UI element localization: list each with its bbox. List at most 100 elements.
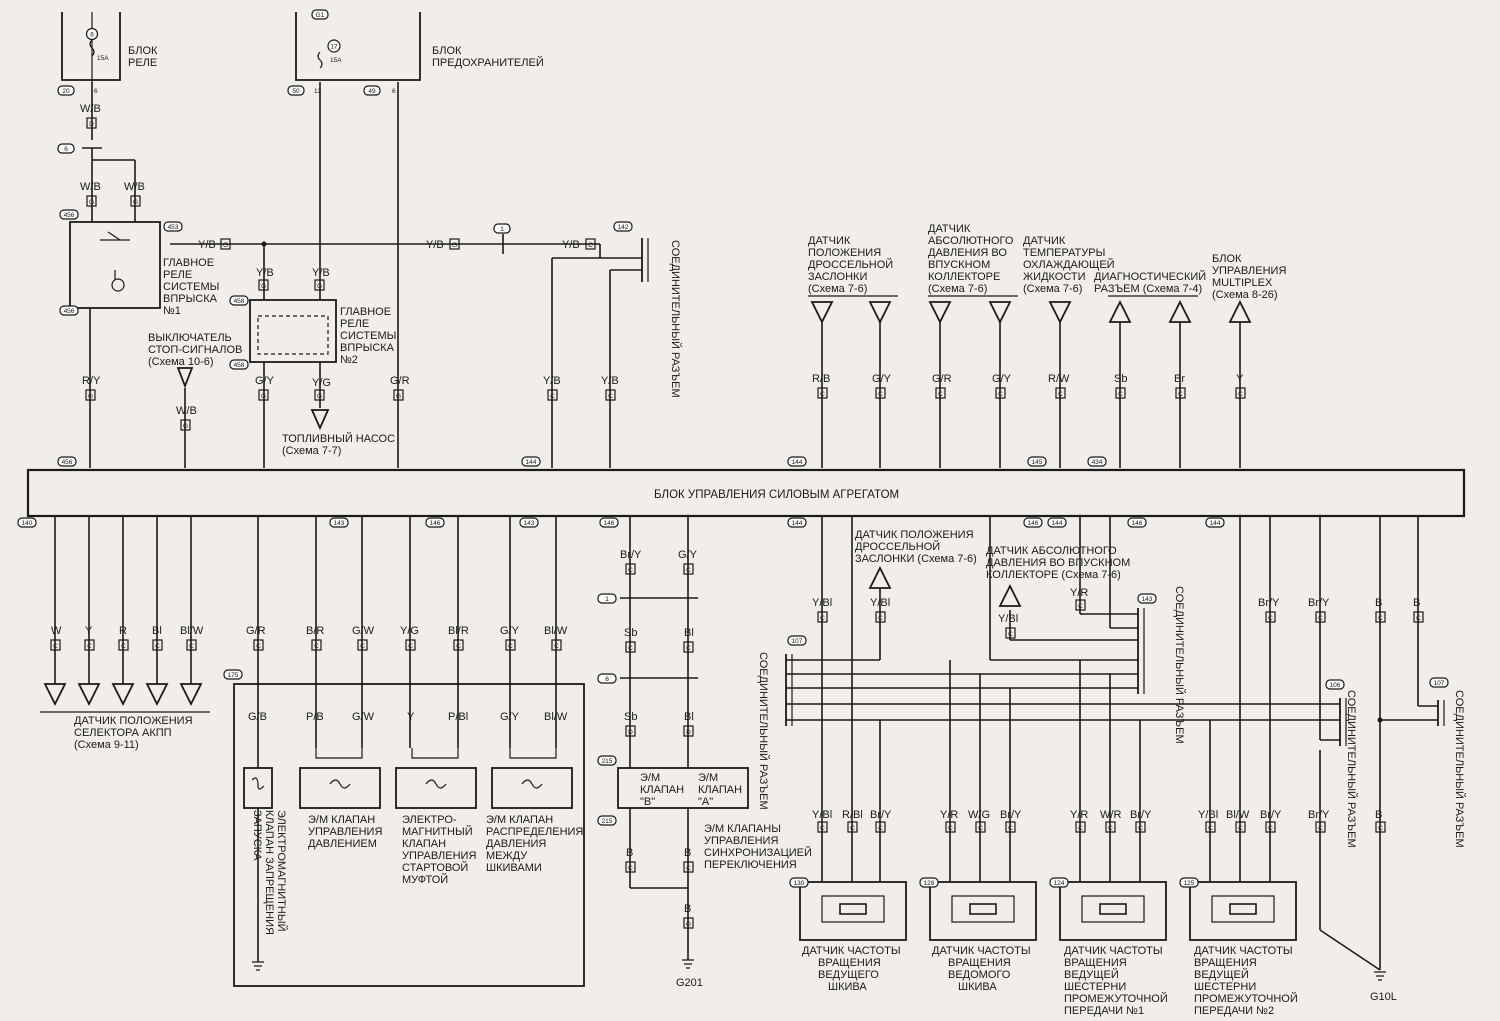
wire-color: R/Bl	[842, 809, 863, 821]
wire-color: Bl	[684, 627, 694, 639]
wire-tag: G	[89, 199, 94, 206]
connector-tag: 215	[602, 758, 613, 765]
wire-tag: G	[261, 393, 266, 400]
wire-color: Bl/R	[448, 625, 469, 637]
wire-tag: C	[878, 391, 883, 398]
connector-tag: 456	[64, 212, 75, 219]
wire-color: Y/Bl	[812, 597, 832, 609]
main-relay-2-label: ВПРЫСКА	[340, 342, 395, 354]
tps-top-label: ДРОССЕЛЬНОЙ	[808, 258, 893, 271]
wire-tag: C	[628, 865, 633, 872]
wire-color: B	[1375, 597, 1382, 609]
wire-color: G/Y	[678, 549, 698, 561]
drive-pulley-label: ВЕДУЩЕГО	[818, 969, 879, 981]
wire-color: G/R	[932, 373, 952, 385]
wire-color: P/Bl	[448, 711, 468, 723]
wire-color: B	[626, 847, 633, 859]
solenoid-a-label: Э/М	[698, 772, 718, 784]
lockout-solenoid	[243, 767, 273, 809]
wire-color: Y/R	[1070, 587, 1088, 599]
wire-tag: C	[121, 643, 126, 650]
wire-color: Y/G	[312, 377, 331, 389]
connector-tag: 453	[168, 224, 179, 231]
diag-connector-label: РАЗЪЕМ (Схема 7-4)	[1094, 283, 1202, 295]
wiring-top-right	[821, 322, 1241, 468]
lockout-solenoid-label: ЭЛЕКТРОМАГНИТНЫЙ	[275, 810, 288, 932]
start-clutch-solenoid	[395, 767, 477, 809]
solenoid-group-box	[233, 683, 585, 987]
connector-tag: 125	[1184, 880, 1195, 887]
main-relay-2-label: РЕЛЕ	[340, 318, 369, 330]
connector-tag: 456	[64, 308, 75, 315]
wire-color: G/W	[352, 711, 375, 723]
wire-tag: C	[1378, 825, 1383, 832]
wire-color: W/B	[124, 181, 145, 193]
solenoid-a-label: "A"	[698, 796, 713, 808]
map-top-label: ВПУСКНОМ	[928, 259, 990, 271]
sync-solenoids	[617, 767, 749, 809]
wire-tag: C	[53, 643, 58, 650]
pin-number: 12	[314, 88, 322, 95]
wire-tag: C	[1078, 825, 1083, 832]
wire-color: Sb	[1114, 373, 1127, 385]
driven-pulley-label: ШКИВА	[958, 981, 997, 993]
pulley-solenoid	[491, 767, 573, 809]
stop-switch-arrow	[176, 367, 194, 389]
pin-number: 6	[94, 88, 98, 95]
ect-label: ЖИДКОСТИ	[1023, 271, 1086, 283]
wire-tag: C	[1008, 631, 1013, 638]
wire-tag: C	[1238, 825, 1243, 832]
wire-tag: C	[686, 567, 691, 574]
drive-pulley-label: ДАТЧИК ЧАСТОТЫ	[802, 945, 901, 957]
start-clutch-label: МУФТОЙ	[402, 873, 448, 886]
connector-tag: 142	[618, 224, 629, 231]
main-relay-2-label: №2	[340, 354, 358, 366]
wire-color: Y/R	[940, 809, 958, 821]
fuel-pump-arrow	[310, 409, 330, 431]
sync-solenoids-label: СИНХРОНИЗАЦИЕЙ	[704, 846, 812, 859]
wire-tag: C	[1208, 825, 1213, 832]
wire-color: W/G	[968, 809, 990, 821]
wire-color: Y/B	[198, 239, 216, 251]
wire-color: Y/Bl	[1198, 809, 1218, 821]
wire-color: Y/B	[312, 267, 330, 279]
wire-color: Y/B	[601, 375, 619, 387]
wire-tag: C	[686, 645, 691, 652]
driven-pulley-label: ДАТЧИК ЧАСТОТЫ	[932, 945, 1031, 957]
connector-tag: 128	[924, 880, 935, 887]
wire-color: G/Y	[500, 625, 520, 637]
lockout-solenoid-label: ЗАПУСКА	[251, 810, 263, 861]
pressure-solenoid-label: УПРАВЛЕНИЯ	[308, 826, 382, 838]
driven-pulley-label: ВРАЩЕНИЯ	[948, 957, 1011, 969]
wire-tag: C	[1238, 391, 1243, 398]
connector-tag: 146	[430, 520, 441, 527]
wire-color: B/R	[306, 625, 324, 637]
wire-tag: C	[1378, 615, 1383, 622]
pressure-solenoid	[299, 767, 381, 809]
fuse-block: G1 17 15A БЛОК ПРЕДОХРАНИТЕЛЕЙ 50 12 49 …	[287, 9, 544, 96]
wire-color: Bl	[152, 625, 162, 637]
connector-tag: 107	[1434, 680, 1445, 687]
joint-connector-label: СОЕДИНИТЕЛЬНЫЙ РАЗЪЕМ	[1173, 586, 1186, 744]
wiring-bottom-right	[786, 516, 1438, 971]
wire-color: W/B	[80, 103, 101, 115]
gear1-label: ВРАЩЕНИЯ	[1064, 957, 1127, 969]
wire-tag: C	[508, 643, 513, 650]
drive-pulley-label: ВРАЩЕНИЯ	[818, 957, 881, 969]
relay-block-title: БЛОК	[128, 45, 158, 57]
pulley-solenoid-label: МЕЖДУ	[486, 850, 528, 862]
pin-number: 6	[392, 88, 396, 95]
connector-tag: 215	[602, 818, 613, 825]
wire-color: Bl/W	[544, 711, 568, 723]
wiring-sync	[620, 516, 698, 960]
wire-tag: C	[1318, 615, 1323, 622]
pulley-solenoid-label: Э/М КЛАПАН	[486, 814, 553, 826]
wire-color: Y/Bl	[998, 613, 1018, 625]
tps-top-label: ДАТЧИК	[808, 235, 851, 247]
joint-connector-label: СОЕДИНИТЕЛЬНЫЙ РАЗЪЕМ	[757, 652, 770, 810]
wire-color: W/B	[176, 405, 197, 417]
connector-tag: 50	[292, 88, 300, 95]
wire-color: Y	[85, 625, 93, 637]
connector-tag: 6	[64, 146, 68, 153]
intermediate-gear-2-sensor: 125 ДАТЧИК ЧАСТОТЫ ВРАЩЕНИЯ ВЕДУЩЕЙ ШЕСТ…	[1179, 877, 1298, 1017]
